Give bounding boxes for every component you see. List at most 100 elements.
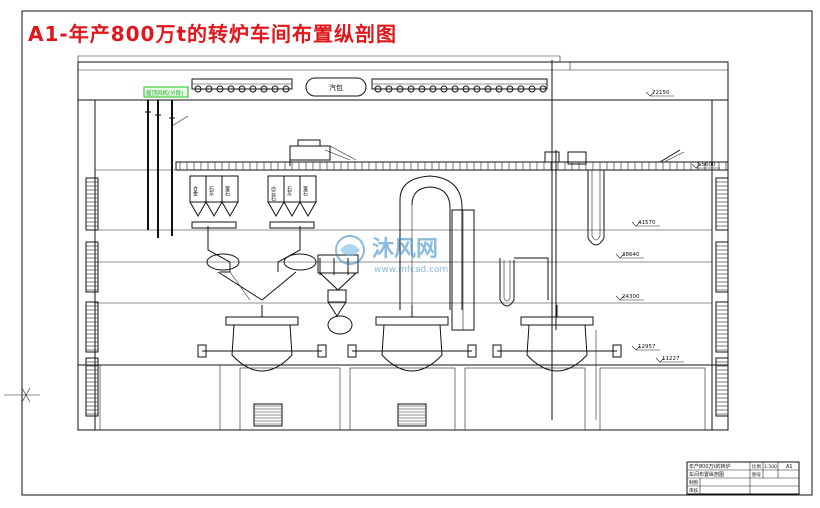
bins-right: 白云石 石灰萤石	[267, 175, 317, 229]
bin-feeder	[269, 221, 315, 229]
roller	[205, 85, 213, 93]
watermark: 沐风网 www.mfcad.com	[335, 235, 448, 275]
roller	[517, 85, 525, 93]
roller	[396, 85, 404, 93]
title-block-name-2: 车间布置纵剖图	[689, 471, 724, 478]
truss-rollers	[194, 85, 547, 93]
bin-hopper	[221, 201, 239, 218]
crosshair-marker	[4, 387, 40, 403]
bin-label: 石灰	[208, 186, 214, 197]
converter-ring	[520, 316, 594, 326]
elevation-label: 41570	[638, 220, 656, 226]
trunnion-bearing	[492, 344, 502, 358]
converter-vessel	[231, 324, 293, 372]
drawing-title: A1-年产800万t的转炉车间布置纵剖图	[28, 22, 398, 46]
roller	[282, 85, 290, 93]
roller	[484, 85, 492, 93]
wall-block	[85, 301, 99, 353]
bin-label: 合金	[192, 185, 198, 196]
roller	[407, 85, 415, 93]
roller	[271, 85, 279, 93]
converter-vessel	[381, 324, 443, 372]
elevation-label: 11227	[662, 356, 680, 362]
bin-label: 萤石	[302, 185, 308, 197]
title-block-sheet-label: 图号	[752, 472, 761, 478]
trunnion-bearing	[612, 344, 622, 358]
roller	[528, 85, 536, 93]
title-block-drawn: 制图	[689, 479, 698, 486]
left-wall-column	[85, 177, 99, 417]
bin-body	[299, 175, 317, 203]
watermark-name: 沐风网	[372, 237, 438, 262]
converter-ring	[225, 316, 299, 326]
title-block-size: A1	[786, 464, 793, 470]
title-block-checked: 审核	[689, 487, 698, 494]
elevation-label: 24300	[622, 294, 640, 300]
ground-level	[78, 364, 728, 431]
roller	[440, 85, 448, 93]
right-wall-column	[715, 177, 729, 417]
converter-ring	[375, 316, 449, 326]
steam-drum-label: 汽包	[329, 83, 343, 92]
roller	[429, 85, 437, 93]
bin-hopper	[267, 201, 285, 218]
roller	[473, 85, 481, 93]
green-tag-label: 屋顶风机(分段)	[146, 89, 183, 97]
bin-feeder	[191, 221, 237, 229]
crane-trolley	[289, 139, 357, 166]
title-block-scale-value: 1:500	[764, 464, 777, 470]
roller	[385, 85, 393, 93]
elevation-label: 12957	[638, 344, 656, 350]
converters	[197, 305, 622, 372]
steam-drum: 汽包	[305, 77, 367, 97]
crane-rail	[175, 161, 729, 171]
sheet-border	[21, 10, 813, 496]
bin-hopper	[283, 201, 301, 218]
trunnion-bearing	[347, 344, 357, 358]
elevation-label: 55600	[698, 162, 716, 168]
roller	[216, 85, 224, 93]
wall-block	[715, 357, 729, 417]
bin-hopper	[205, 201, 223, 218]
roller	[462, 85, 470, 93]
watermark-url: www.mfcad.com	[374, 265, 448, 275]
wall-block	[715, 241, 729, 293]
converter-vessel	[526, 324, 588, 372]
green-tag: 屋顶风机(分段)	[143, 86, 189, 98]
wall-block	[85, 241, 99, 293]
bin-body	[221, 175, 239, 203]
bin-hopper	[189, 201, 207, 218]
trunnion-bearing	[467, 344, 477, 358]
wall-block	[715, 301, 729, 353]
title-block-name-1: 年产800万t的转炉	[689, 463, 731, 470]
roller	[451, 85, 459, 93]
title-block: 年产800万t的转炉 车间布置纵剖图 比例 1:500 A1 图号 制图 审核	[686, 461, 800, 495]
wall-block	[85, 177, 99, 231]
crane-rail-ticks	[179, 162, 727, 170]
roller	[227, 85, 235, 93]
wall-block	[715, 177, 729, 231]
wall-block	[85, 357, 99, 417]
roller	[194, 85, 202, 93]
roof-truss-left	[191, 78, 293, 90]
oxygen-lances-left	[145, 100, 189, 238]
roller	[260, 85, 268, 93]
roof-truss-right	[371, 78, 548, 90]
roller	[374, 85, 382, 93]
bin-label: 白云石	[270, 185, 276, 202]
trunnion-bearing	[197, 344, 207, 358]
roller	[539, 85, 547, 93]
roller	[249, 85, 257, 93]
flue-duct	[399, 175, 475, 331]
chutes	[206, 226, 359, 335]
bin-hopper	[299, 201, 317, 218]
right-lance-and-hoses	[499, 60, 685, 420]
roller	[506, 85, 514, 93]
elevation-label: 72150	[652, 90, 670, 96]
roller	[238, 85, 246, 93]
bin-label: 萤石	[224, 185, 230, 197]
bin-label: 石灰	[286, 186, 292, 197]
roller	[418, 85, 426, 93]
